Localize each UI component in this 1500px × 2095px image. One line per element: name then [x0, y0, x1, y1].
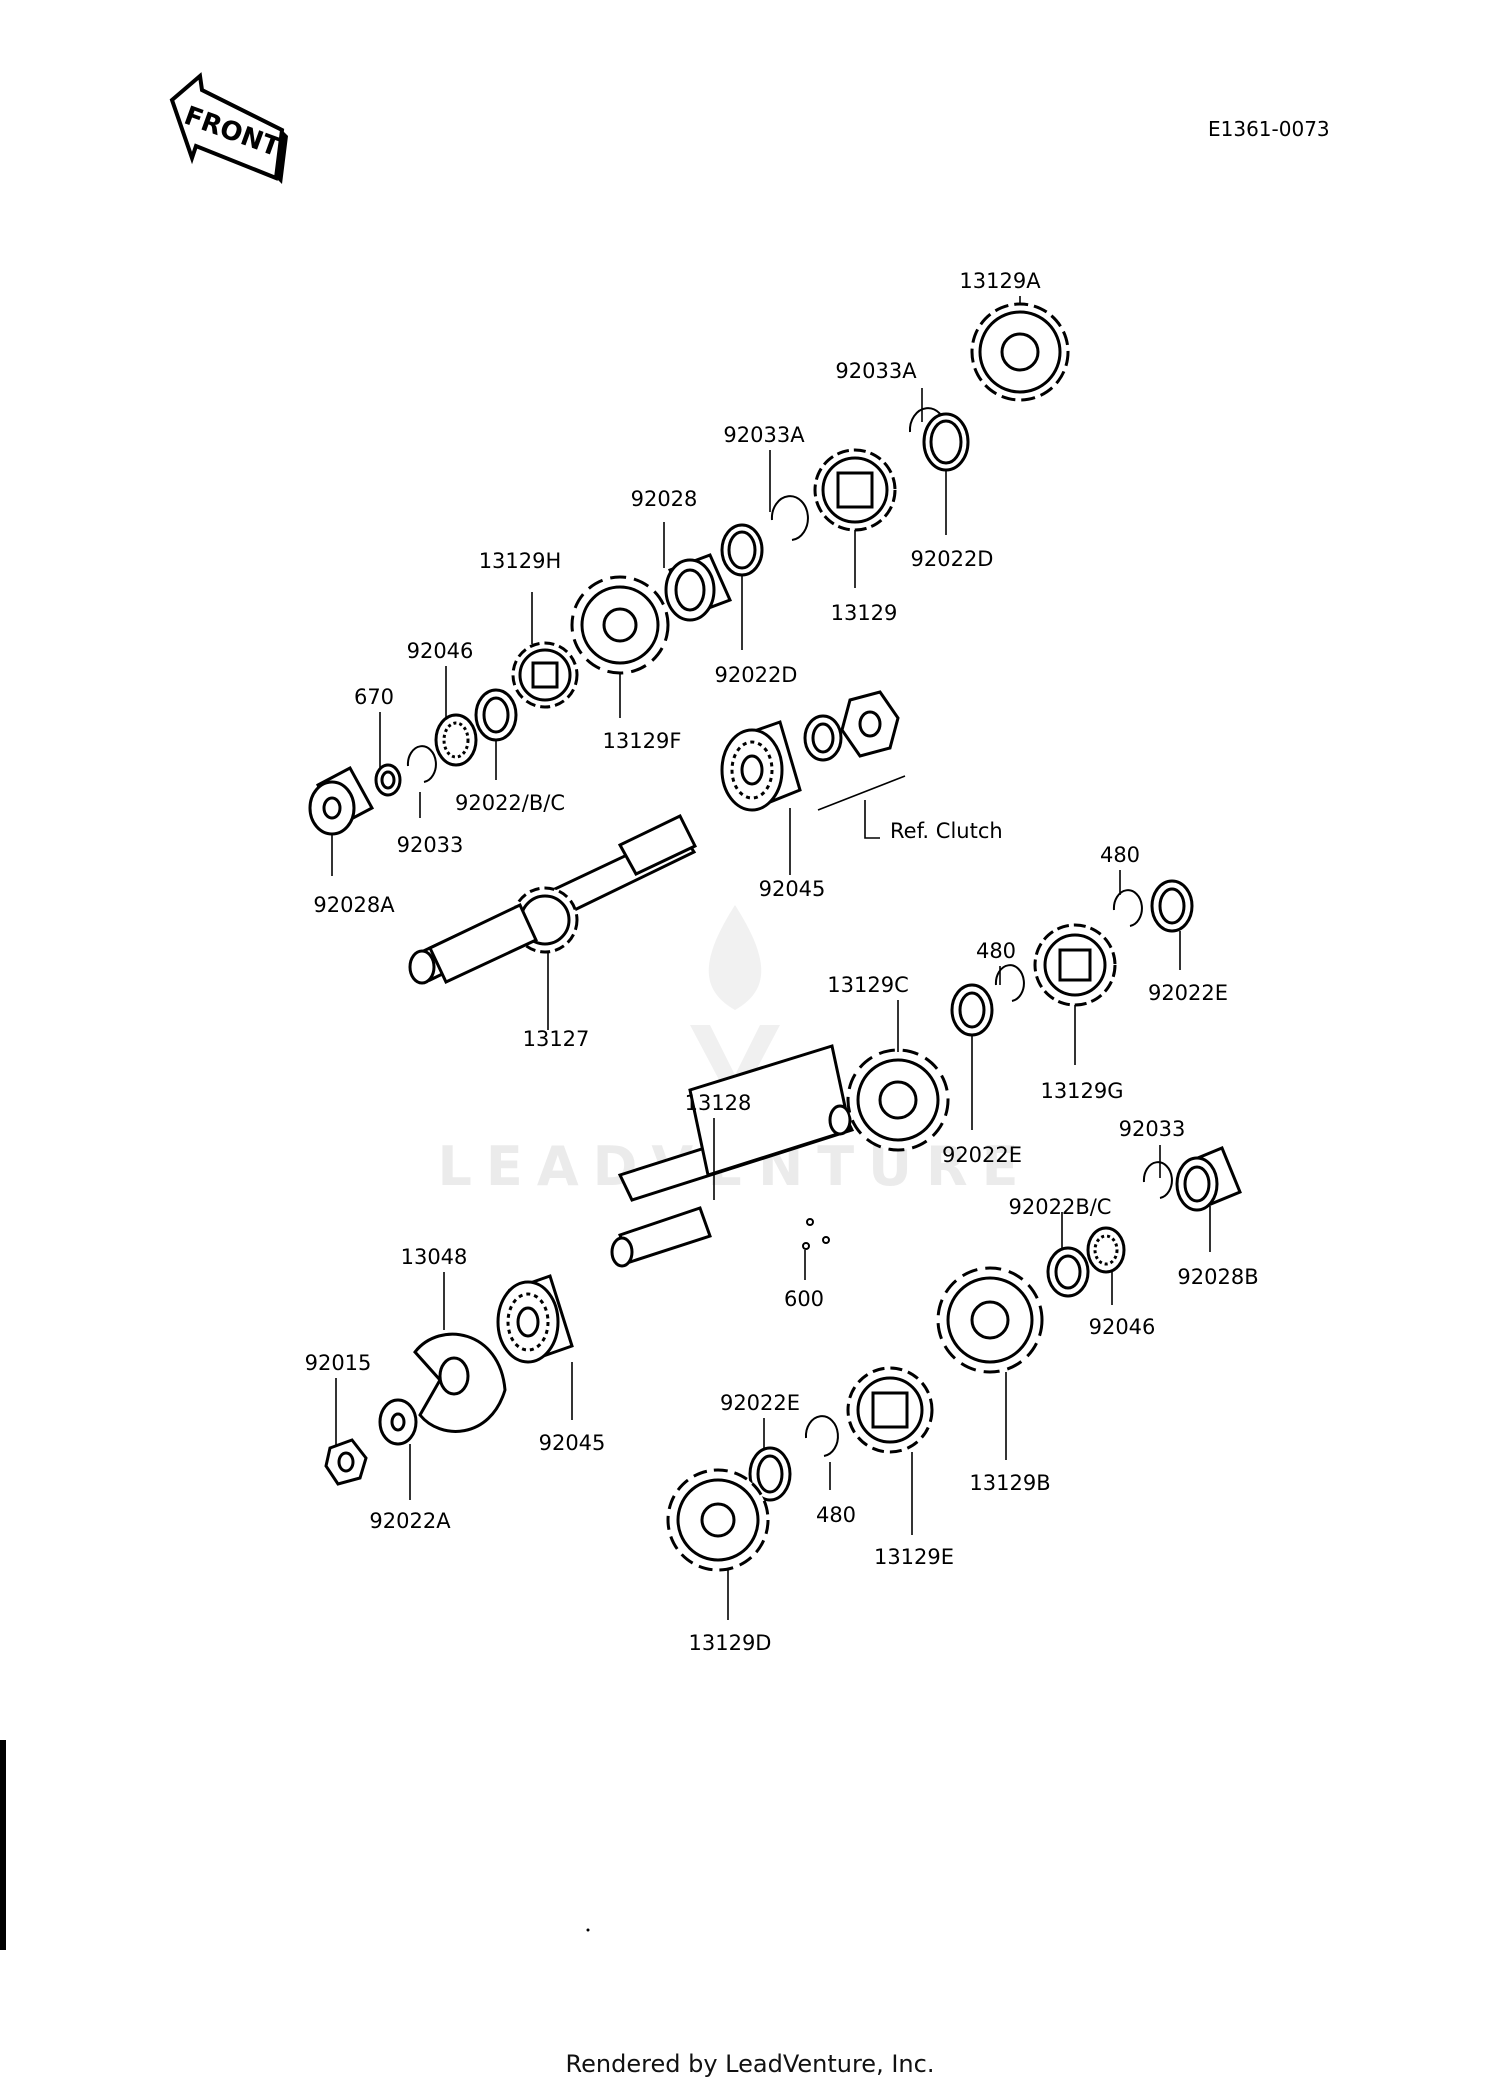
- gear-13129B: [936, 1266, 1044, 1374]
- label-13129H: 13129H: [479, 549, 562, 573]
- scan-edge-mark: [0, 1740, 6, 1950]
- label-92045-b: 92045: [539, 1431, 606, 1455]
- label-92045-a: 92045: [759, 877, 826, 901]
- label-13129C: 13129C: [827, 973, 908, 997]
- label-13129F: 13129F: [603, 729, 682, 753]
- washer-clutch-ref: [803, 714, 843, 762]
- label-92022E-a: 92022E: [1148, 981, 1228, 1005]
- label-92022BC-b: 92022B/C: [1009, 1195, 1112, 1219]
- label-13129E: 13129E: [874, 1545, 954, 1569]
- washer-92022E-b: [1150, 879, 1194, 933]
- footer-credit: Rendered by LeadVenture, Inc.: [565, 2050, 935, 2078]
- washer-92022E-a: [950, 983, 994, 1037]
- bearing-92045-a: [720, 720, 802, 812]
- label-13048: 13048: [401, 1245, 468, 1269]
- label-92028B: 92028B: [1177, 1265, 1258, 1289]
- circlip-92033A-b: [770, 495, 809, 541]
- nut-92015: [324, 1438, 368, 1486]
- gear-13129F: [570, 575, 670, 675]
- label-92033-a: 92033: [397, 833, 464, 857]
- label-13129D: 13129D: [689, 1631, 772, 1655]
- gear-13129G: [1033, 923, 1117, 1007]
- circlip-480-a: [994, 964, 1025, 1002]
- label-13129G: 13129G: [1040, 1079, 1123, 1103]
- gear-13129E: [846, 1366, 934, 1454]
- circlip-92033-a: [406, 745, 437, 783]
- label-480-c: 480: [816, 1503, 856, 1527]
- washer-92022BC-a: [474, 688, 518, 742]
- washer-92022A: [378, 1398, 418, 1446]
- label-92046-b: 92046: [1089, 1315, 1156, 1339]
- gear-13129D: [666, 1468, 770, 1572]
- washer-92022D-b: [720, 523, 764, 577]
- bearing-92046-b: [1086, 1226, 1126, 1274]
- shaft-13128: [610, 1044, 855, 1268]
- label-92028A: 92028A: [313, 893, 395, 917]
- gear-13129A: [970, 302, 1070, 402]
- washer-92022E-c: [748, 1446, 792, 1502]
- label-92022E-b: 92022E: [942, 1143, 1022, 1167]
- watermark-v-icon: [690, 1025, 780, 1110]
- bearing-92045-b: [496, 1274, 574, 1364]
- watermark-flame-icon: [708, 905, 762, 1010]
- shaft-13127: [408, 814, 698, 985]
- washer-92022BC-b: [1046, 1246, 1090, 1298]
- balls-600: [802, 1218, 830, 1250]
- circlip-480-b: [1112, 889, 1143, 927]
- label-92022D-a: 92022D: [911, 547, 994, 571]
- circlip-92033-b: [1142, 1161, 1173, 1199]
- hub-13048: [413, 1332, 507, 1433]
- label-92033A-b: 92033A: [723, 423, 805, 447]
- washer-92022D-a: [922, 412, 970, 472]
- label-13129B: 13129B: [969, 1471, 1050, 1495]
- nut-clutch-ref: [840, 690, 900, 758]
- label-92033A-a: 92033A: [835, 359, 917, 383]
- label-92022D-b: 92022D: [715, 663, 798, 687]
- label-92028: 92028: [631, 487, 698, 511]
- scan-dot: [586, 1928, 590, 1932]
- collar-92028A: [308, 765, 375, 836]
- label-480-a: 480: [1100, 843, 1140, 867]
- label-92022E-c: 92022E: [720, 1391, 800, 1415]
- collar-92028B: [1175, 1146, 1242, 1212]
- label-92015: 92015: [305, 1351, 372, 1375]
- label-92046-a: 92046: [407, 639, 474, 663]
- gear-13129C: [846, 1048, 950, 1152]
- label-92022BC-a: 92022/B/C: [455, 791, 565, 815]
- label-13129: 13129: [831, 601, 898, 625]
- bearing-92046-a: [434, 713, 478, 767]
- diagram-code: E1361-0073: [1208, 117, 1330, 141]
- gear-13129: [813, 448, 897, 532]
- bushing-92028: [664, 553, 733, 622]
- label-480-b: 480: [976, 939, 1016, 963]
- label-600: 600: [784, 1287, 824, 1311]
- circlip-480-c: [804, 1415, 839, 1457]
- label-13129A: 13129A: [959, 269, 1041, 293]
- washer-670: [374, 763, 402, 797]
- label-670: 670: [354, 685, 394, 709]
- label-92033-b: 92033: [1119, 1117, 1186, 1141]
- ref-clutch-note: Ref. Clutch: [890, 819, 1003, 843]
- label-92022A: 92022A: [369, 1509, 451, 1533]
- label-13127: 13127: [523, 1027, 590, 1051]
- front-arrow-icon: FRONT: [169, 72, 288, 184]
- gear-13129H: [511, 641, 579, 709]
- label-13128: 13128: [685, 1091, 752, 1115]
- ref-clutch-line: [817, 775, 906, 839]
- leader-lines: [331, 296, 1211, 1620]
